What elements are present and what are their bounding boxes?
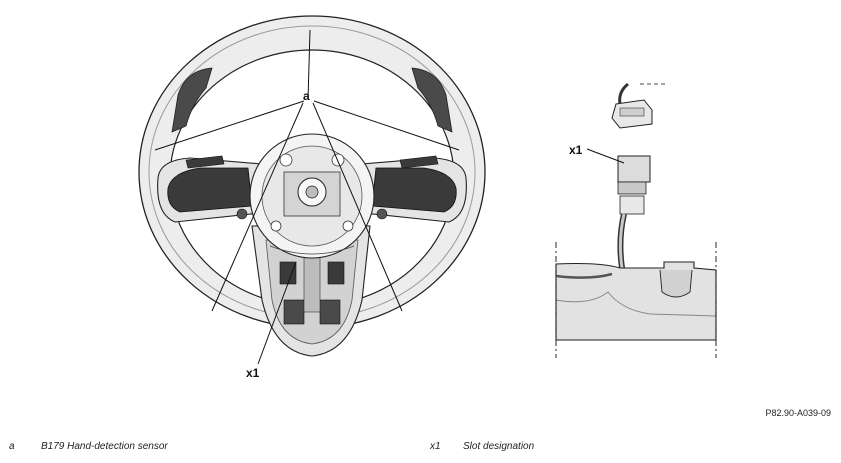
callout-a-leaders	[154, 29, 460, 312]
callout-x1-detail-leader	[586, 148, 625, 164]
callout-a: a	[303, 89, 310, 103]
steering-wheel-illustration	[138, 15, 486, 357]
connector-detail-illustration	[555, 82, 717, 358]
legend-desc-a: B179 Hand-detection sensor	[41, 441, 168, 452]
callout-x1-detail: x1	[569, 143, 583, 157]
figure-id: P82.90-A039-09	[765, 408, 831, 418]
legend-key-x1: x1	[430, 441, 441, 452]
legend-desc-x1: Slot designation	[463, 441, 535, 452]
callout-x1-wheel: x1	[246, 366, 260, 380]
legend-key-a: a	[9, 441, 15, 452]
callout-x1-wheel-leader	[257, 261, 297, 365]
